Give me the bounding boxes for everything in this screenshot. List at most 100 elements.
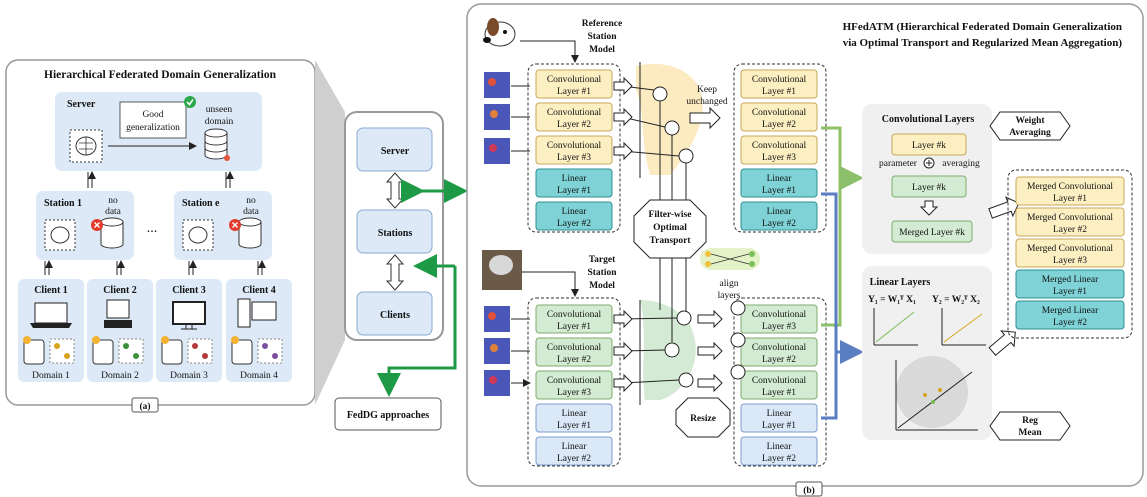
no-data-line2: data bbox=[243, 207, 260, 217]
ref-layer-3-line-2: Layer #3 bbox=[557, 153, 591, 163]
target-label-1: Target bbox=[589, 255, 616, 265]
domain-images-icon bbox=[187, 338, 213, 364]
domain-images-icon bbox=[257, 338, 283, 364]
conv-layers-title: Convolutional Layers bbox=[882, 114, 975, 125]
desktop-tower-icon bbox=[237, 298, 251, 328]
panel-a: Hierarchical Federated Domain Generaliza… bbox=[5, 59, 316, 413]
monitor-icon bbox=[251, 301, 277, 321]
server-box: Server Good generalization unseen domain bbox=[55, 92, 262, 171]
target-label-2: Station bbox=[587, 268, 617, 278]
panel-a-caption: (a) bbox=[139, 401, 150, 412]
ref-layer-2-line-1: Convolutional bbox=[547, 108, 602, 118]
reference-dog-icon bbox=[483, 18, 516, 47]
panel-a-title: Hierarchical Federated Domain Generaliza… bbox=[44, 69, 277, 81]
weight-averaging-1: Weight bbox=[1015, 116, 1045, 126]
reg-mean-plot-bg bbox=[896, 356, 968, 428]
no-data-line2: data bbox=[105, 207, 122, 217]
tgt-layer-4-line-2: Layer #1 bbox=[557, 421, 591, 431]
merged-layer-2-line-2: Layer #2 bbox=[1053, 225, 1087, 235]
ref-out-layer-4-line-1: Linear bbox=[767, 174, 793, 184]
ref-out-layer-1-line-1: Convolutional bbox=[752, 75, 807, 85]
ref-layer-1-line-1: Convolutional bbox=[547, 75, 602, 85]
domain-4-label: Domain 4 bbox=[240, 371, 278, 381]
tgt-layer-3-line-1: Convolutional bbox=[547, 376, 602, 386]
linear-layers-panel: Linear Layers Y₁ = W₁ᵀ X₁ Y₂ = W₂ᵀ X₂ bbox=[862, 266, 992, 440]
station-e-label: Station e bbox=[182, 198, 220, 209]
station-1-box: Station 1 no data bbox=[36, 191, 134, 260]
double-arrow bbox=[385, 172, 405, 209]
middle-clients-label: Clients bbox=[380, 310, 410, 321]
good-generalization-line1: Good bbox=[142, 110, 163, 120]
tgt-layer-1-line-1: Convolutional bbox=[547, 310, 602, 320]
ref-layer-5-line-1: Linear bbox=[562, 207, 588, 217]
ot-label-3: Transport bbox=[650, 236, 692, 246]
database-icon bbox=[204, 128, 230, 161]
domain-images-icon bbox=[49, 338, 75, 364]
client-2-box: Client 2 Domain 2 bbox=[87, 279, 153, 382]
layer-k-bottom: Layer #k bbox=[912, 183, 946, 193]
reference-label-1: Reference bbox=[582, 19, 622, 29]
tgt-out-layer-4-line-1: Linear bbox=[767, 409, 793, 419]
reg-mean-box bbox=[989, 411, 1071, 441]
merged-layer-5-line-1: Merged Linear bbox=[1042, 306, 1099, 316]
tgt-out-layer-4-line-2: Layer #1 bbox=[762, 421, 796, 431]
merged-layer-3-line-2: Layer #3 bbox=[1053, 256, 1087, 266]
tgt-layer-2-line-1: Convolutional bbox=[547, 343, 602, 353]
client-2-label: Client 2 bbox=[103, 285, 137, 296]
target-label-3: Model bbox=[589, 281, 615, 291]
client-3-label: Client 3 bbox=[172, 285, 206, 296]
no-data-line1: no bbox=[108, 196, 118, 206]
equation-1: Y₁ = W₁ᵀ X₁ bbox=[868, 295, 916, 305]
reference-label-2: Station bbox=[587, 32, 617, 42]
ref-out-layer-3-line-2: Layer #3 bbox=[762, 153, 796, 163]
domain-1-label: Domain 1 bbox=[32, 371, 70, 381]
laptop-icon bbox=[34, 302, 68, 324]
panel-b-title-line1: HFedATM (Hierarchical Federated Domain G… bbox=[843, 21, 1122, 33]
ref-out-layer-2-line-2: Layer #2 bbox=[762, 120, 796, 130]
ellipsis: ... bbox=[147, 221, 158, 236]
client-1-label: Client 1 bbox=[34, 285, 68, 296]
station-e-box: Station e no data bbox=[174, 191, 272, 260]
ref-out-layer-5-line-1: Linear bbox=[767, 207, 793, 217]
feddg-approaches-label: FedDG approaches bbox=[347, 410, 429, 421]
keep-unchanged-1: Keep bbox=[697, 85, 717, 95]
tgt-out-layer-3-line-1: Convolutional bbox=[752, 376, 807, 386]
merged-layer-1-line-2: Layer #1 bbox=[1053, 194, 1087, 204]
middle-server-label: Server bbox=[381, 146, 410, 157]
domain-2-label: Domain 2 bbox=[101, 371, 139, 381]
reg-mean-1: Reg bbox=[1022, 416, 1038, 426]
parameter-label: parameter bbox=[879, 159, 918, 169]
ref-layer-4-line-1: Linear bbox=[562, 174, 588, 184]
ref-out-layer-3-line-1: Convolutional bbox=[752, 141, 807, 151]
ot-label-2: Optimal bbox=[653, 223, 687, 233]
ref-layer-3-line-1: Convolutional bbox=[547, 141, 602, 151]
ref-layer-1-line-2: Layer #1 bbox=[557, 87, 591, 97]
client-4-label: Client 4 bbox=[242, 285, 276, 296]
unseen-domain-line1: unseen bbox=[206, 105, 233, 115]
align-layers-icon bbox=[700, 248, 760, 270]
equation-2: Y₂ = W₂ᵀ X₂ bbox=[932, 295, 980, 305]
tgt-layer-3-line-2: Layer #3 bbox=[557, 388, 591, 398]
good-generalization-line2: generalization bbox=[126, 123, 180, 133]
ot-label-1: Filter-wise bbox=[649, 210, 692, 220]
tgt-layer-5-line-2: Layer #2 bbox=[557, 454, 591, 464]
